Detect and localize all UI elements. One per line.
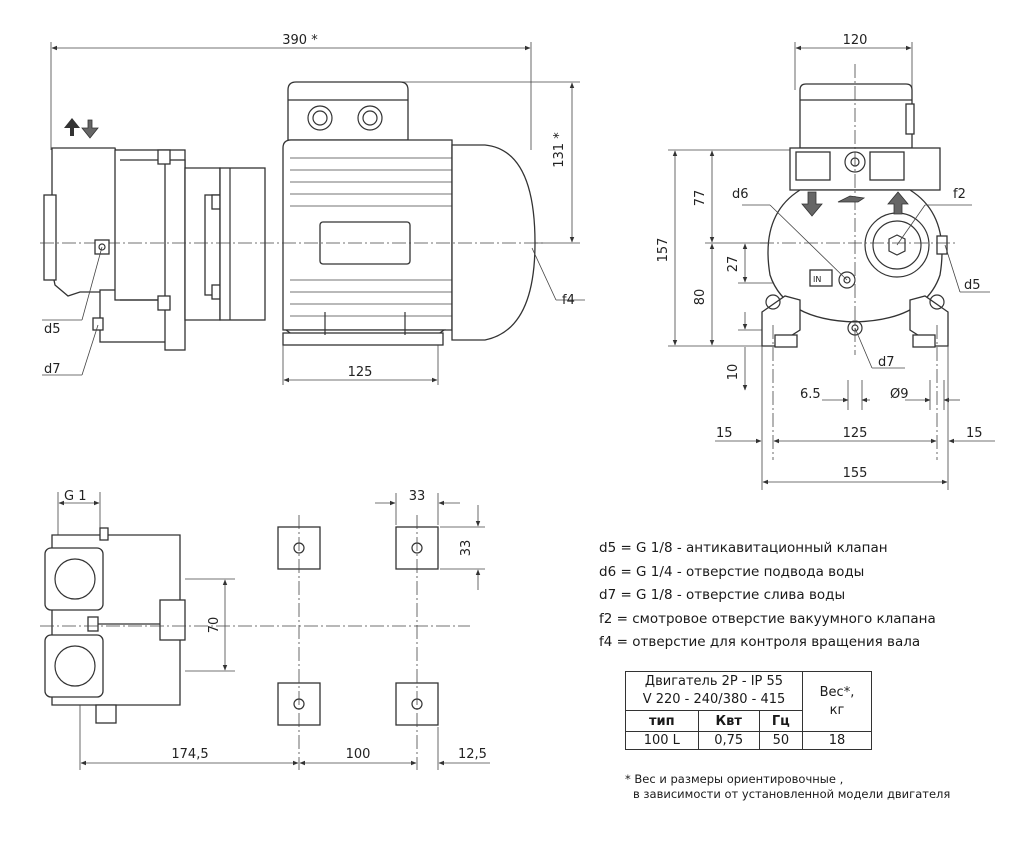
top-port-lower — [44, 634, 104, 698]
top-port-upper — [44, 547, 104, 611]
port-d7-side — [92, 317, 104, 331]
callout-d5-side: d5 — [44, 322, 61, 337]
dim-len-12-5: 12,5 — [458, 747, 487, 762]
legend-item: d7 = G 1/8 - отверстие слива воды — [599, 587, 846, 603]
dim-foot-10: 10 — [726, 364, 741, 381]
front-outlet-arrow-icon — [801, 191, 823, 217]
cell-weight: 18 — [802, 731, 872, 750]
callout-d6: d6 — [732, 187, 749, 202]
terminal-box — [287, 81, 409, 141]
dim-foot-side-left: 15 — [716, 426, 733, 441]
side-view: 390 * 131 * — [40, 33, 585, 385]
dim-foot-length: 125 — [348, 365, 373, 380]
pump-cover — [43, 194, 57, 281]
col-hz: Гц — [758, 710, 804, 732]
inlet-marker-box — [809, 269, 833, 287]
motor-flange — [219, 167, 266, 321]
callout-f4: f4 — [562, 293, 575, 308]
motor-spec-cell: Двигатель 2P - IP 55 V 220 - 240/380 - 4… — [625, 671, 803, 711]
dim-foot-centers: 125 — [843, 426, 868, 441]
dim-height-axis: 131 * — [552, 132, 567, 168]
dim-len-100: 100 — [346, 747, 371, 762]
motor-line1: Двигатель 2P - IP 55 — [644, 674, 784, 689]
callout-d5-front: d5 — [964, 278, 981, 293]
cell-kw: 0,75 — [697, 731, 760, 750]
weight-header-cell: Вес*, кг — [802, 671, 872, 732]
dim-hole-70: 70 — [207, 617, 222, 634]
callout-d7-side: d7 — [44, 362, 61, 377]
cooling-fins — [290, 157, 452, 317]
front-inlet-arrow-icon — [887, 191, 909, 215]
pump-head — [51, 147, 119, 301]
footnote-line1: * Вес и размеры ориентировочные , — [625, 772, 844, 786]
legend-item: d6 = G 1/4 - отверстие подвода воды — [599, 563, 865, 580]
front-view: 120 157 77 80 27 10 — [656, 33, 995, 490]
rotation-arrow-icon — [837, 195, 866, 203]
col-type: тип — [625, 710, 699, 732]
dim-foot-side-right: 15 — [966, 426, 983, 441]
dim-hole-33-h: 33 — [409, 489, 426, 504]
front-terminal-box — [799, 83, 913, 149]
dim-offset-27: 27 — [726, 256, 741, 273]
legend: d5 = G 1/8 - антикавитационный клапан d6… — [599, 537, 1009, 655]
table-row: 100 L 0,75 50 18 — [625, 731, 872, 750]
footnote: * Вес и размеры ориентировочные , в зави… — [625, 772, 950, 802]
flow-up-arrow-icon — [64, 118, 80, 136]
dim-height-lower: 80 — [693, 289, 708, 306]
legend-item: f4 = отверстие для контроля вращения вал… — [599, 634, 921, 650]
callout-f2: f2 — [953, 187, 966, 202]
top-view: G 1 70 33 33 — [40, 489, 490, 770]
motor-feet — [282, 332, 444, 346]
inlet-marker: IN — [813, 275, 821, 284]
motor-line2: V 220 - 240/380 - 415 — [642, 692, 786, 707]
dim-len-174-5: 174,5 — [171, 747, 208, 762]
spec-table: Двигатель 2P - IP 55 V 220 - 240/380 - 4… — [625, 671, 872, 750]
callout-d7-front: d7 — [878, 355, 895, 370]
dim-hole-33-v: 33 — [459, 540, 474, 557]
dim-front-width: 120 — [843, 33, 868, 48]
weight-line1: Вес*, — [819, 684, 855, 700]
col-kw: Квт — [697, 710, 760, 732]
dim-slot-6-5: 6.5 — [800, 387, 821, 402]
fan-cover — [451, 144, 536, 341]
footnote-line2: в зависимости от установленной модели дв… — [633, 787, 951, 801]
dim-height-total: 157 — [656, 238, 671, 263]
dim-hole-dia: Ø9 — [890, 387, 909, 402]
dim-base-width: 155 — [843, 466, 868, 481]
legend-item: f2 = смотровое отверстие вакуумного клап… — [599, 610, 936, 627]
flow-down-arrow-icon — [81, 119, 99, 139]
dim-thread-g: G 1 — [64, 489, 86, 504]
cell-type: 100 L — [625, 731, 699, 750]
legend-item: d5 = G 1/8 - антикавитационный клапан — [599, 540, 888, 556]
cell-hz: 50 — [758, 731, 804, 750]
weight-line2: кг — [829, 702, 845, 718]
dim-overall-length: 390 * — [282, 33, 318, 48]
adapter-plate — [164, 159, 186, 351]
dim-height-upper: 77 — [693, 190, 708, 207]
